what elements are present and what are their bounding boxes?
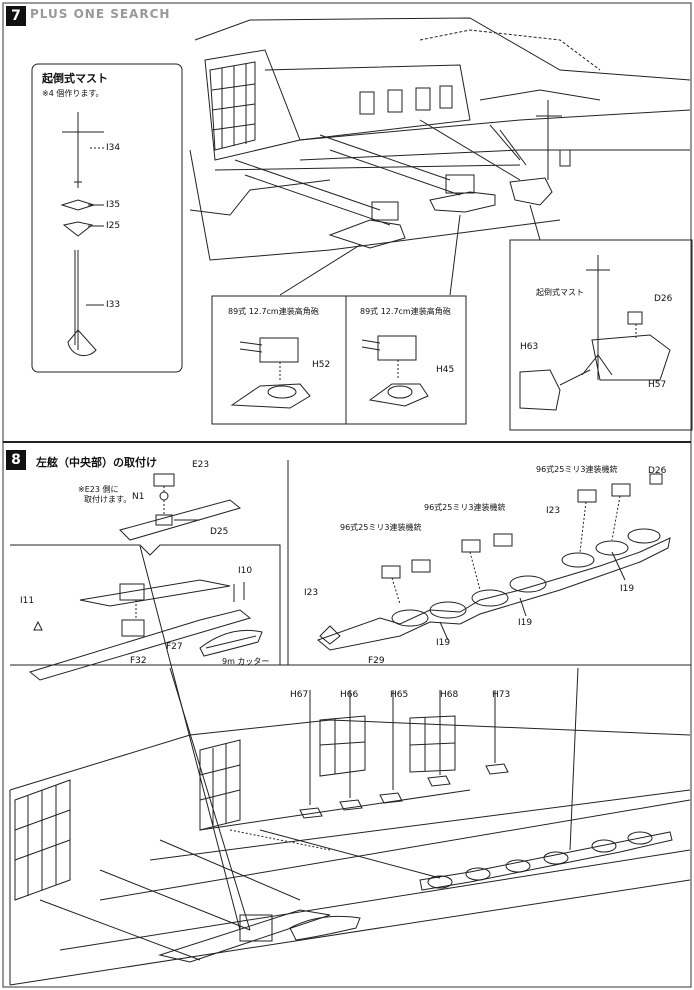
- part-f29-label: F29: [368, 656, 385, 666]
- part-d25-label: D25: [210, 527, 229, 537]
- step-8-note-line2: 取付けます。: [84, 495, 132, 504]
- part-h66-label: H66: [340, 690, 359, 700]
- step-7-number: 7: [6, 6, 26, 26]
- mast-inset-note: ※4 個作ります。: [42, 89, 104, 98]
- mast-inset-panel: [31, 63, 183, 373]
- callout-h52-caption: 89式 12.7cm連装高角砲: [228, 307, 319, 316]
- callout-box-h45: [345, 295, 467, 425]
- step-8-note-line1: ※E23 側に: [78, 485, 119, 494]
- gun-caption-1: 96式25ミリ3連装機銃: [340, 523, 422, 532]
- part-h63-label: H63: [520, 342, 539, 352]
- part-i10-label: I10: [238, 566, 253, 576]
- step-8-title: 左舷（中央部）の取付け: [36, 456, 157, 469]
- part-i23-label-a: I23: [546, 506, 561, 516]
- part-i23-label-b: I23: [304, 588, 319, 598]
- mast-inset-title: 起倒式マスト: [42, 72, 108, 85]
- part-d26-step8-label: D26: [648, 466, 667, 476]
- part-h73-label: H73: [492, 690, 511, 700]
- gun-caption-2: 96式25ミリ3連装機銃: [424, 503, 506, 512]
- part-i19-label-a: I19: [436, 638, 451, 648]
- part-h57-label: H57: [648, 380, 667, 390]
- part-n1-label: N1: [132, 492, 145, 502]
- part-i34-label: I34: [106, 143, 121, 153]
- callout-mast-label: 起倒式マスト: [536, 288, 584, 297]
- part-i33-label: I33: [106, 300, 121, 310]
- part-h67-label: H67: [290, 690, 309, 700]
- part-h52-label: H52: [312, 360, 331, 370]
- part-i19-label-c: I19: [620, 584, 635, 594]
- callout-box-mast: [509, 239, 693, 431]
- part-h45-label: H45: [436, 365, 455, 375]
- part-h68-label: H68: [440, 690, 459, 700]
- part-d26-label: D26: [654, 294, 673, 304]
- callout-h45-caption: 89式 12.7cm連装高角砲: [360, 307, 451, 316]
- part-f32-label: F32: [130, 656, 147, 666]
- part-i35-label: I35: [106, 200, 121, 210]
- part-h65-label: H65: [390, 690, 409, 700]
- step-8-number: 8: [6, 450, 26, 470]
- part-i25-label: I25: [106, 221, 121, 231]
- part-i11-label: I11: [20, 596, 35, 606]
- gun-caption-3: 96式25ミリ3連装機銃: [536, 465, 618, 474]
- part-i19-label-b: I19: [518, 618, 533, 628]
- cutter-boat-caption: 9m カッター: [222, 657, 270, 666]
- part-f27-label: F27: [166, 642, 183, 652]
- part-e23-label: E23: [192, 460, 210, 470]
- watermark-text: PLUS ONE SEARCH: [30, 7, 171, 21]
